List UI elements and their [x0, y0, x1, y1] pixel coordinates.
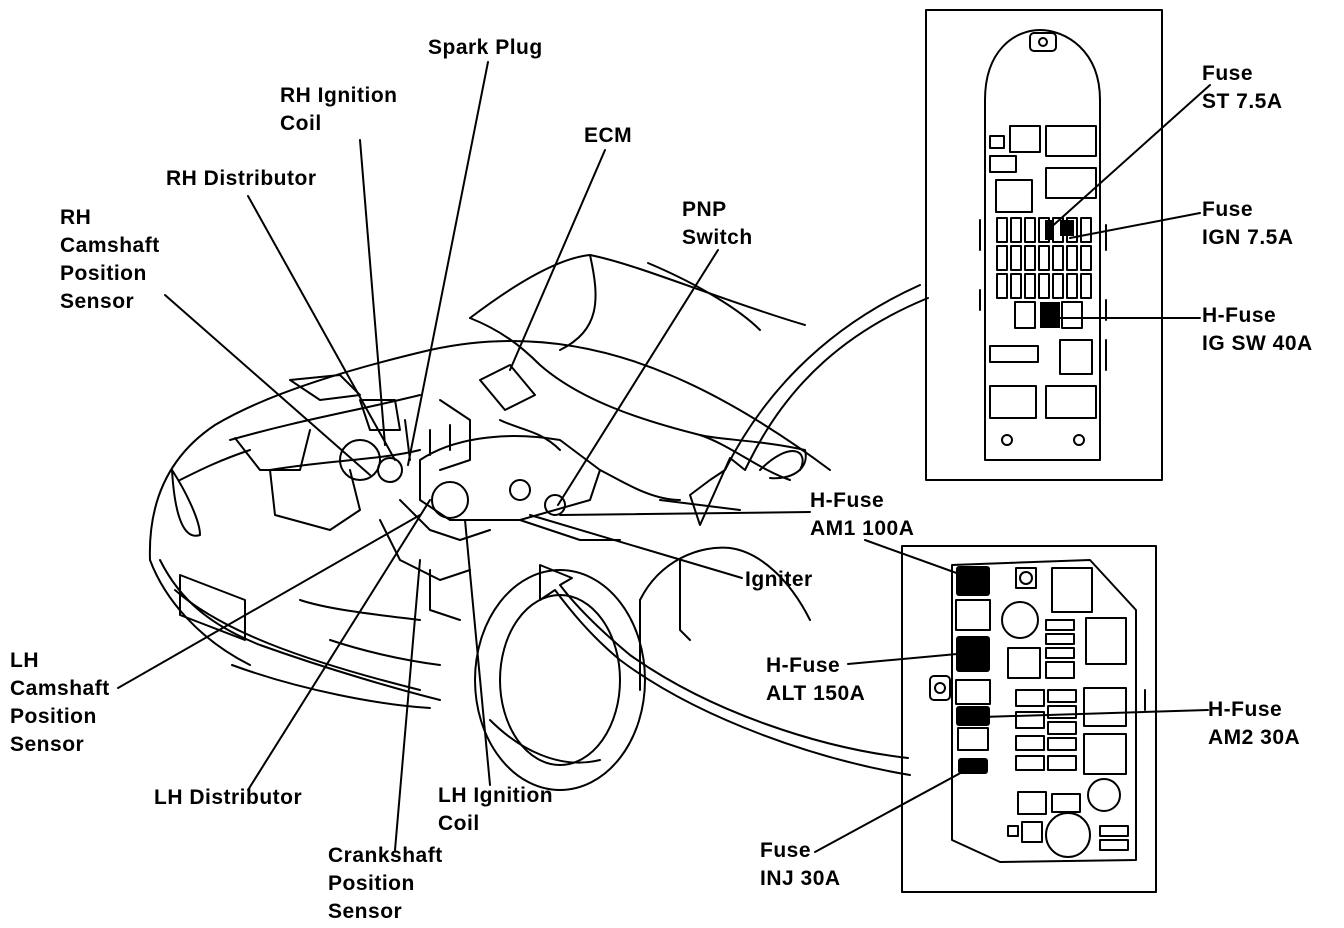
label-line: Camshaft [60, 234, 160, 257]
label-line: Spark Plug [428, 36, 543, 59]
label-line: ALT 150A [766, 682, 866, 705]
igniter-label: Igniter [745, 566, 813, 594]
spark-plug-label: Spark Plug [428, 34, 543, 62]
pnp-switch-label: PNP Switch [682, 196, 753, 252]
label-line: Coil [280, 112, 322, 135]
leader-lines [117, 61, 811, 851]
label-line: Crankshaft [328, 844, 443, 867]
label-line: AM2 30A [1208, 726, 1301, 749]
label-line: Position [328, 872, 415, 895]
label-line: INJ 30A [760, 867, 841, 890]
label-line: AM1 100A [810, 517, 915, 540]
label-line: RH Ignition [280, 84, 398, 107]
label-line: H-Fuse [1202, 304, 1277, 327]
label-line: Sensor [60, 290, 135, 313]
lower-relay-box [814, 539, 1209, 893]
label-line: Fuse [1202, 198, 1254, 221]
label-line: LH [10, 649, 39, 672]
lh-distributor-label: LH Distributor [154, 784, 302, 812]
label-line: PNP [682, 198, 727, 221]
label-line: Position [10, 705, 97, 728]
label-line: H-Fuse [810, 489, 885, 512]
label-line: H-Fuse [1208, 698, 1283, 721]
ecm-label: ECM [584, 122, 632, 150]
upper-fuse-box [925, 9, 1211, 481]
label-line: Coil [438, 812, 480, 835]
label-line: Fuse [1202, 62, 1254, 85]
hfuse-igsw-label: H-Fuse IG SW 40A [1202, 302, 1313, 358]
label-line: Sensor [328, 900, 403, 923]
label-line: Sensor [10, 733, 85, 756]
label-line: Fuse [760, 839, 812, 862]
label-line: IGN 7.5A [1202, 226, 1294, 249]
callout-arrows [539, 284, 929, 776]
label-line: ST 7.5A [1202, 90, 1283, 113]
label-line: ECM [584, 124, 633, 147]
label-line: RH [60, 206, 92, 229]
label-line: Igniter [745, 568, 813, 591]
label-line: IG SW 40A [1202, 332, 1313, 355]
label-line: H-Fuse [766, 654, 841, 677]
label-line: Switch [682, 226, 753, 249]
label-line: Position [60, 262, 147, 285]
rh-distributor-label: RH Distributor [166, 165, 317, 193]
label-line: RH Distributor [166, 167, 317, 190]
label-line: LH Distributor [154, 786, 303, 809]
fuse-st-label: Fuse ST 7.5A [1202, 60, 1283, 116]
label-line: Camshaft [10, 677, 110, 700]
label-line: LH Ignition [438, 784, 554, 807]
